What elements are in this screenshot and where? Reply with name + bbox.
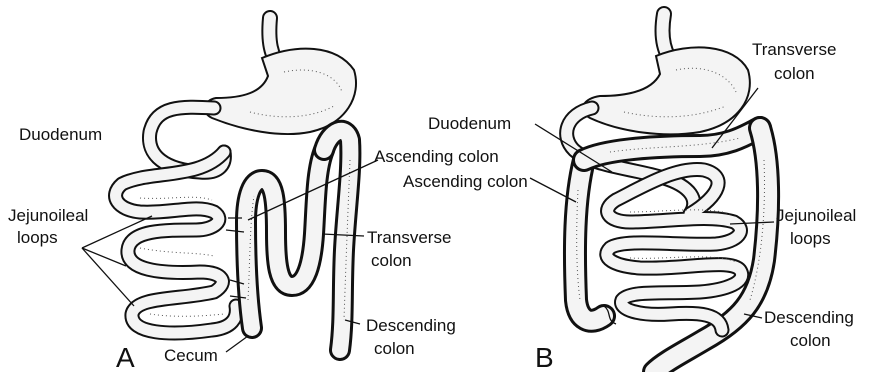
label-descending-colon-b: colon (790, 331, 831, 350)
label-jejunoileal-b: Jejunoileal (776, 206, 856, 225)
label-ascending-colon-a: Ascending colon (374, 147, 499, 166)
label-cecum-a: Cecum (164, 346, 218, 365)
label-transverse-colon-a: colon (371, 251, 412, 270)
panel-a: Duodenum Jejunoileal loops Ascending col… (8, 18, 499, 372)
panel-b: Transverse colon Duodenum Ascending colo… (403, 14, 856, 372)
label-transverse-colon-b: colon (774, 64, 815, 83)
label-descending-a: Descending (366, 316, 456, 335)
panel-a-cecum-ascending-colon (246, 150, 324, 328)
panel-letter-b: B (535, 342, 554, 372)
label-jejunoileal-a: Jejunoileal (8, 206, 88, 225)
label-duodenum-a: Duodenum (19, 125, 102, 144)
label-ascending-colon-b: Ascending colon (403, 172, 528, 191)
label-loops-b: loops (790, 229, 831, 248)
label-descending-colon-a: colon (374, 339, 415, 358)
panel-a-stomach (205, 49, 356, 134)
label-loops-a: loops (17, 228, 58, 247)
label-descending-b: Descending (764, 308, 854, 327)
label-duodenum-b: Duodenum (428, 114, 511, 133)
label-transverse-a: Transverse (367, 228, 451, 247)
panel-b-stomach (583, 47, 750, 134)
panel-letter-a: A (116, 342, 135, 372)
panel-b-jejunoileal-loops (607, 170, 742, 330)
label-transverse-b: Transverse (752, 40, 836, 59)
